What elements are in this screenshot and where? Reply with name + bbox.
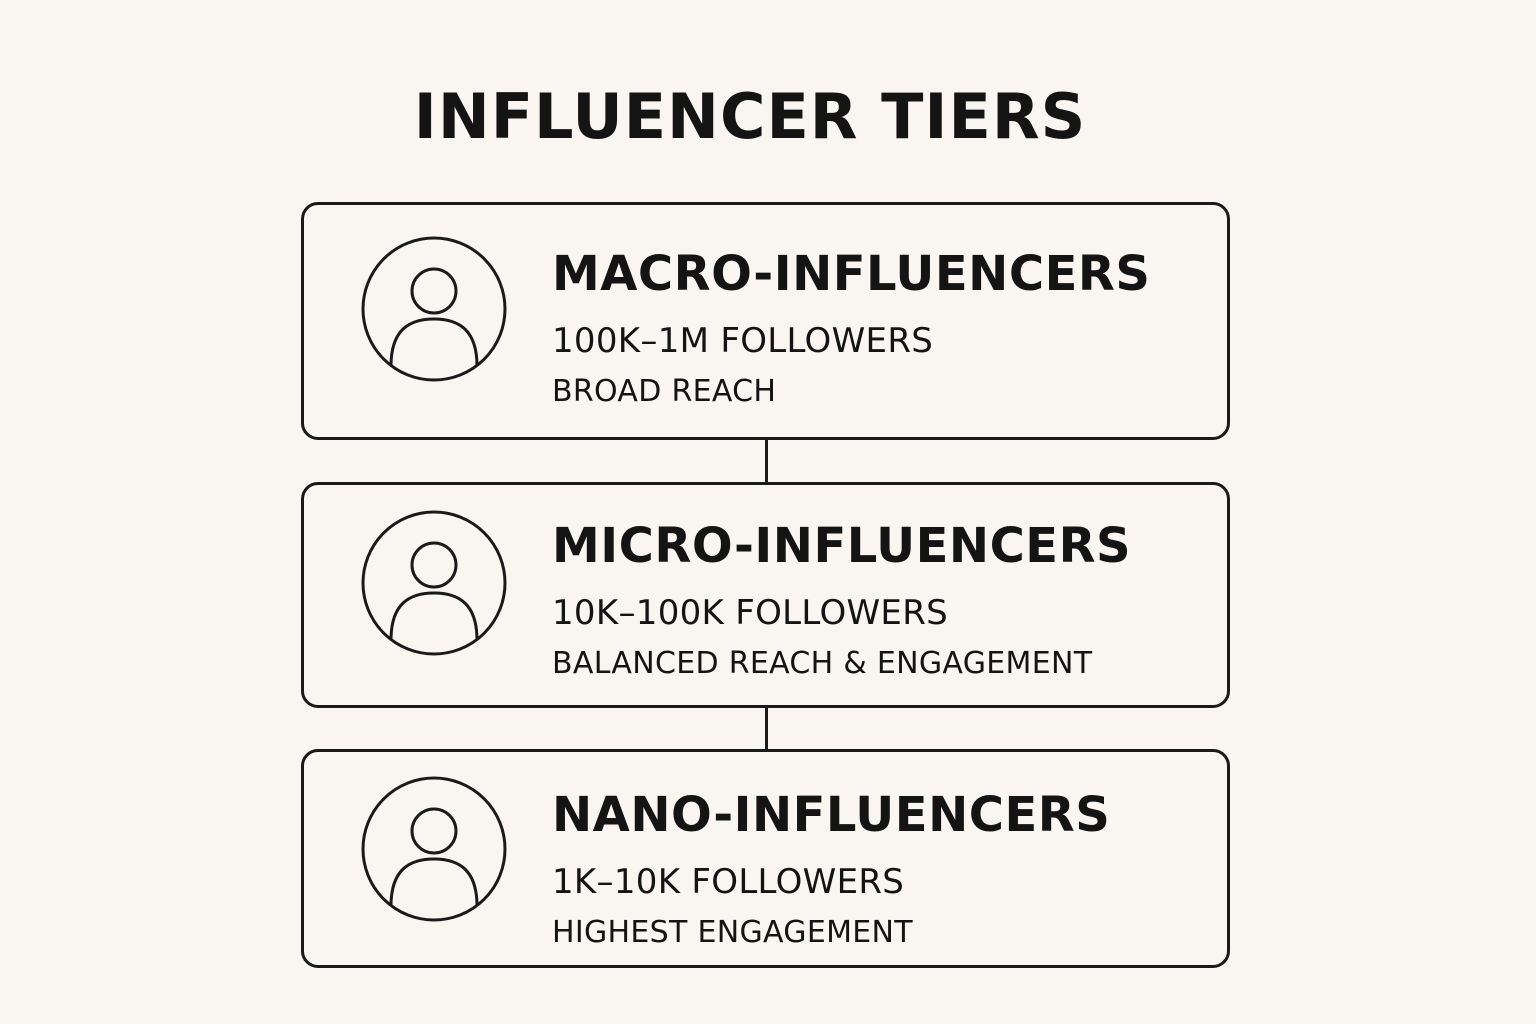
connector-line <box>765 708 768 749</box>
tier-name: MICRO-INFLUENCERS <box>552 518 1132 574</box>
tier-card-nano: NANO-INFLUENCERS 1K–10K FOLLOWERS HIGHES… <box>301 749 1230 968</box>
tier-description: BALANCED REACH & ENGAGEMENT <box>552 646 1093 681</box>
connector-line <box>765 440 768 482</box>
tier-name: MACRO-INFLUENCERS <box>552 246 1151 302</box>
tier-card-micro: MICRO-INFLUENCERS 10K–100K FOLLOWERS BAL… <box>301 482 1230 708</box>
tier-follower-range: 100K–1M FOLLOWERS <box>552 321 934 361</box>
tier-text: MICRO-INFLUENCERS 10K–100K FOLLOWERS BAL… <box>552 517 1217 682</box>
person-icon <box>360 775 508 923</box>
diagram-title: INFLUENCER TIERS <box>413 80 1087 153</box>
tier-follower-range: 1K–10K FOLLOWERS <box>552 862 905 902</box>
person-icon <box>360 509 508 657</box>
tier-card-macro: MACRO-INFLUENCERS 100K–1M FOLLOWERS BROA… <box>301 202 1230 440</box>
tier-text: MACRO-INFLUENCERS 100K–1M FOLLOWERS BROA… <box>552 245 1217 410</box>
person-icon <box>360 235 508 383</box>
tier-description: BROAD REACH <box>552 374 777 409</box>
tier-text: NANO-INFLUENCERS 1K–10K FOLLOWERS HIGHES… <box>552 786 1217 951</box>
tier-follower-range: 10K–100K FOLLOWERS <box>552 593 949 633</box>
tier-description: HIGHEST ENGAGEMENT <box>552 915 913 950</box>
tier-name: NANO-INFLUENCERS <box>552 787 1111 843</box>
